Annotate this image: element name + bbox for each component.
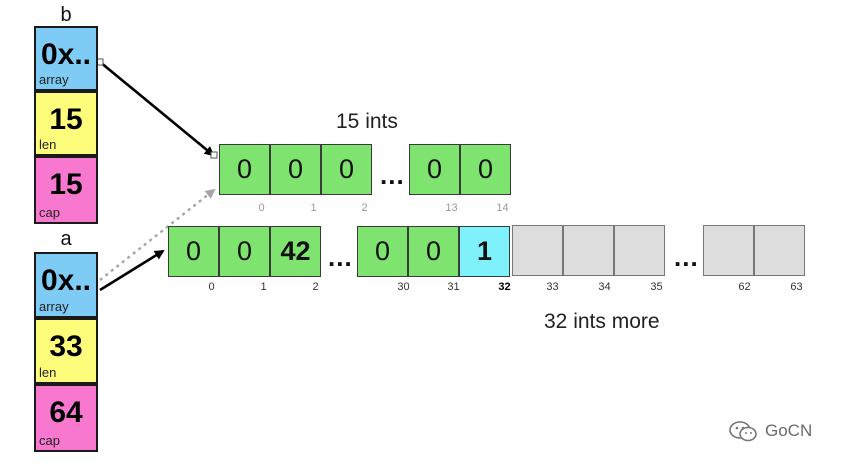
bottom-array-index: 1 xyxy=(260,281,267,293)
arrow-a-to-bottom-array xyxy=(99,249,165,292)
bottom-array-ellipsis: ... xyxy=(674,242,699,272)
top-array-cell: 0 xyxy=(270,144,321,195)
bottom-array-index-highlight: 32 xyxy=(498,281,511,293)
slice-a-cap-value: 64 xyxy=(49,396,83,429)
slice-b-cap-label: cap xyxy=(39,205,60,220)
slice-a-len-cell: 33 len xyxy=(34,318,98,384)
slice-b-len-value: 15 xyxy=(49,103,83,136)
slice-b-name: b xyxy=(60,4,72,26)
slice-b-len-label: len xyxy=(39,137,57,152)
bottom-array-empty-cell xyxy=(563,225,614,276)
top-array-index: 1 xyxy=(310,202,317,214)
bottom-array-cell: 0 xyxy=(408,226,459,277)
top-array-index: 13 xyxy=(445,202,458,214)
bottom-array-label: 32 ints more xyxy=(544,310,660,333)
slice-b-array-cell: 0x.. array xyxy=(34,26,98,91)
bottom-array-index: 34 xyxy=(598,281,611,293)
top-array-label: 15 ints xyxy=(336,110,398,133)
watermark-text: GoCN xyxy=(765,421,813,440)
top-array-cell: 0 xyxy=(321,144,372,195)
bottom-array-cell: 42 xyxy=(270,226,321,277)
arrow-a-dotted-to-top-array xyxy=(99,188,216,281)
top-array-index: 2 xyxy=(361,202,368,214)
bottom-array-empty-cell xyxy=(754,225,805,276)
bottom-array-index: 31 xyxy=(447,281,460,293)
slice-a-cap-label: cap xyxy=(39,433,60,448)
top-array-cell: 0 xyxy=(219,144,270,195)
slice-a-name: a xyxy=(60,228,72,250)
top-array-ellipsis: ... xyxy=(380,160,405,190)
arrow-b-to-top-array xyxy=(99,60,215,157)
bottom-array-index: 62 xyxy=(738,281,751,293)
slice-a-array-label: array xyxy=(39,299,69,314)
bottom-array-index: 35 xyxy=(650,281,663,293)
slice-b-array-label: array xyxy=(39,72,69,87)
bottom-array-cell: 0 xyxy=(168,226,219,277)
top-array-index: 14 xyxy=(496,202,509,214)
slice-b-array-value: 0x.. xyxy=(40,38,92,71)
bottom-array-cell: 0 xyxy=(219,226,270,277)
bottom-array-empty-cell xyxy=(614,225,665,276)
slice-b-cap-cell: 15 cap xyxy=(34,156,98,224)
bottom-array-index: 0 xyxy=(208,281,215,293)
slice-b-len-cell: 15 len xyxy=(34,91,98,156)
bottom-array-index: 63 xyxy=(790,281,803,293)
slice-a-array-cell: 0x.. array xyxy=(34,252,98,318)
slice-a-len-value: 33 xyxy=(49,330,83,363)
arrow-b-end-handle xyxy=(210,151,218,159)
bottom-array-empty-cell xyxy=(703,225,754,276)
bottom-array-cell-highlight: 1 xyxy=(459,226,510,277)
slice-a-array-value: 0x.. xyxy=(40,264,92,297)
top-array-cell: 0 xyxy=(460,144,511,195)
bottom-array-cell: 0 xyxy=(357,226,408,277)
slice-a-len-label: len xyxy=(39,365,57,380)
bottom-array-ellipsis: ... xyxy=(328,242,353,272)
bottom-array-index: 2 xyxy=(312,281,319,293)
top-array-index: 0 xyxy=(258,202,265,214)
bottom-array-empty-cell xyxy=(512,225,563,276)
slice-a-cap-cell: 64 cap xyxy=(34,384,98,452)
wechat-logo-icon xyxy=(729,421,757,442)
top-array-cell: 0 xyxy=(409,144,460,195)
bottom-array-index: 30 xyxy=(397,281,410,293)
slice-b-cap-value: 15 xyxy=(49,168,83,201)
bottom-array-index: 33 xyxy=(546,281,559,293)
